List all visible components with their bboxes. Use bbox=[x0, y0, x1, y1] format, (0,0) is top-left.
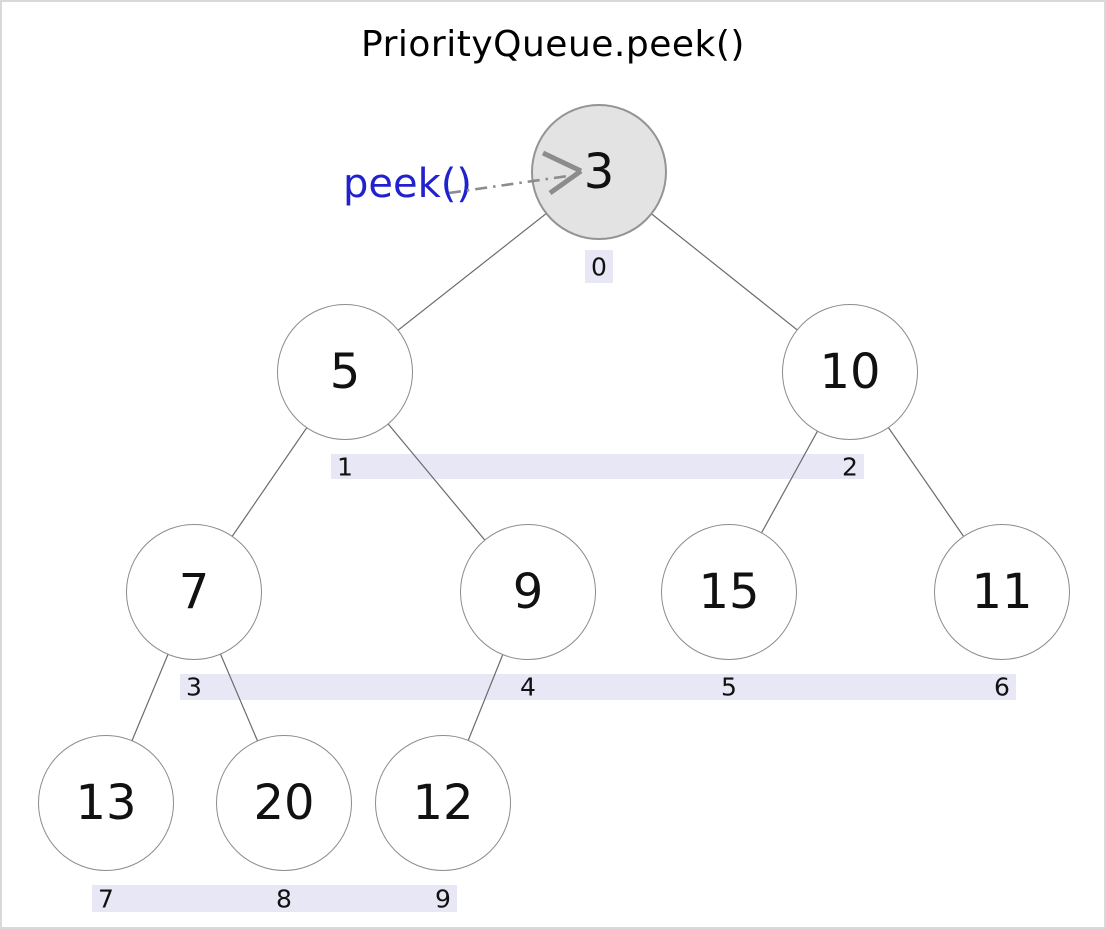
index-label-4: 4 bbox=[520, 672, 536, 702]
index-label-2: 2 bbox=[842, 452, 858, 481]
node-value: 20 bbox=[253, 775, 315, 831]
node-value: 7 bbox=[178, 564, 210, 620]
index-label-8: 8 bbox=[276, 884, 292, 913]
node-value: 3 bbox=[583, 144, 615, 200]
index-label-5: 5 bbox=[721, 672, 737, 702]
node-value: 12 bbox=[412, 775, 474, 831]
index-band-level-0: 0 bbox=[585, 250, 613, 283]
node-value: 15 bbox=[698, 564, 760, 620]
node-value: 10 bbox=[819, 344, 881, 400]
index-label-3: 3 bbox=[186, 672, 202, 702]
node-value: 13 bbox=[75, 775, 137, 831]
heap-node-15: 15 bbox=[661, 524, 797, 660]
heap-node-9: 9 bbox=[460, 524, 596, 660]
index-label-7: 7 bbox=[98, 884, 114, 913]
index-label-1: 1 bbox=[337, 452, 353, 481]
index-label-9: 9 bbox=[435, 884, 451, 913]
index-band-level-2: 3 4 5 6 bbox=[180, 674, 1016, 700]
heap-node-5: 5 bbox=[277, 304, 413, 440]
heap-node-3: 3 bbox=[531, 104, 667, 240]
node-value: 11 bbox=[971, 564, 1033, 620]
heap-node-11: 11 bbox=[934, 524, 1070, 660]
heap-node-13: 13 bbox=[38, 735, 174, 871]
heap-node-10: 10 bbox=[782, 304, 918, 440]
peek-annotation-label: peek() bbox=[343, 161, 472, 207]
heap-node-12: 12 bbox=[375, 735, 511, 871]
heap-node-20: 20 bbox=[216, 735, 352, 871]
index-label-0: 0 bbox=[591, 252, 607, 281]
heap-node-7: 7 bbox=[126, 524, 262, 660]
node-value: 5 bbox=[329, 344, 361, 400]
diagram-title: PriorityQueue.peek() bbox=[361, 24, 745, 65]
index-band-level-1: 1 2 bbox=[331, 454, 864, 479]
index-label-6: 6 bbox=[994, 672, 1010, 702]
index-band-level-3: 7 8 9 bbox=[92, 885, 457, 912]
node-value: 9 bbox=[512, 564, 544, 620]
